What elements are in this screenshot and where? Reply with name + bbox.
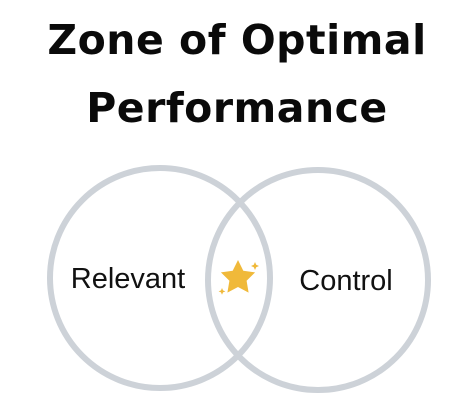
title-line-1: Zone of Optimal: [47, 16, 427, 64]
label-relevant: Relevant: [71, 263, 185, 295]
title-line-2: Performance: [86, 84, 388, 132]
circle-control: [205, 167, 431, 393]
label-control: Control: [299, 265, 393, 297]
circle-relevant: [47, 165, 273, 391]
sparkle-icon-bottom-left: [218, 288, 226, 295]
diagram-title: Zone of Optimal Performance: [0, 6, 474, 142]
sparkle-icon-top-right: [251, 262, 259, 270]
star-shape: [220, 260, 256, 293]
star-icon: [220, 260, 256, 293]
